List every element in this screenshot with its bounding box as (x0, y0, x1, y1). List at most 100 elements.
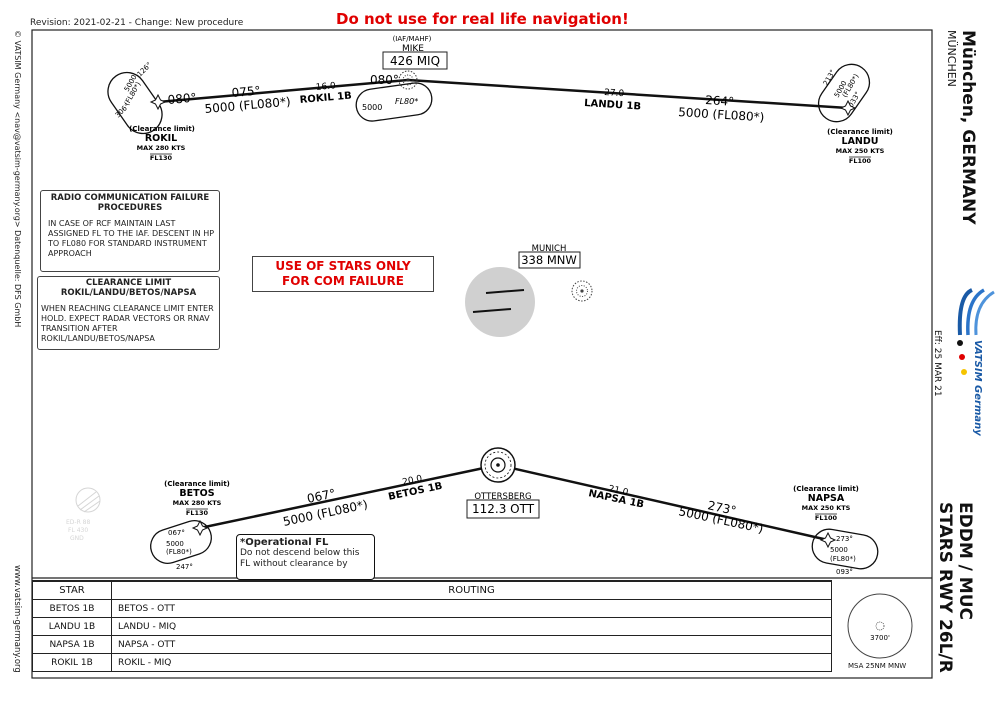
routing-cell: NAPSA - OTT (111, 635, 832, 654)
svg-text:MIKE: MIKE (402, 44, 424, 54)
svg-text:ROKIL 1B: ROKIL 1B (299, 90, 352, 105)
svg-text:OTTERSBERG: OTTERSBERG (474, 492, 531, 502)
svg-text:BETOS: BETOS (179, 488, 214, 499)
svg-text:213°: 213° (822, 68, 837, 87)
ed-r-area-icon: ED-R 88 FL 430 GND (66, 487, 101, 542)
waypoint-landu-icon (839, 99, 857, 117)
clearance-limit-box: CLEARANCE LIMIT ROKIL/LANDU/BETOS/NAPSA … (37, 276, 220, 350)
svg-text:126°: 126° (136, 61, 154, 79)
svg-text:273°: 273° (706, 498, 737, 518)
svg-text:MAX 250 KTS: MAX 250 KTS (802, 504, 851, 512)
clearance-limit-body: WHEN REACHING CLEARANCE LIMIT ENTER HOLD… (41, 304, 214, 343)
revision-note: Revision: 2021-02-21 - Change: New proce… (30, 18, 244, 28)
svg-text:FL100: FL100 (849, 157, 872, 165)
svg-text:MAX 280 KTS: MAX 280 KTS (137, 144, 186, 152)
svg-text:112.3 OTT: 112.3 OTT (472, 502, 535, 516)
msa-diagram: 3700' (847, 593, 913, 659)
effective-date: Eff: 25 MAR 21 (932, 330, 942, 397)
route-napsa-annotations: 21.0 NAPSA 1B 273° 5000 (FL080*) (587, 484, 764, 536)
svg-text:ED-R 88: ED-R 88 (66, 519, 90, 526)
svg-text:FL100: FL100 (815, 514, 838, 522)
msa-label: MSA 25NM MNW (848, 662, 907, 670)
svg-text:093°: 093° (836, 568, 853, 576)
rcf-body: IN CASE OF RCF MAINTAIN LAST ASSIGNED FL… (48, 219, 215, 258)
svg-text:(Clearance limit): (Clearance limit) (164, 480, 230, 488)
fix-ottersberg-label: OTTERSBERG 112.3 OTT (466, 492, 540, 519)
table-row: LANDU 1B LANDU - MIQ (32, 617, 832, 636)
svg-text:ROKIL: ROKIL (145, 133, 177, 144)
clearance-limit-title: CLEARANCE LIMIT ROKIL/LANDU/BETOS/NAPSA (60, 278, 197, 298)
vatsim-germany-logo: VATSIM Germany (957, 288, 995, 436)
vor-ottersberg-icon (480, 447, 516, 483)
ndb-munich-icon (571, 280, 593, 302)
svg-text:(IAF/MAHF): (IAF/MAHF) (393, 35, 432, 43)
rcf-title: RADIO COMMUNICATION FAILURE PROCEDURES (50, 193, 210, 213)
table-row: NAPSA 1B NAPSA - OTT (32, 635, 832, 654)
svg-text:NAPSA: NAPSA (808, 493, 845, 504)
svg-text:FL130: FL130 (186, 509, 209, 517)
svg-text:27.0: 27.0 (604, 88, 625, 99)
svg-text:5000: 5000 (362, 103, 382, 112)
svg-text:338 MNW: 338 MNW (521, 253, 577, 267)
route-landu-annotations: 27.0 LANDU 1B 264° 5000 (FL080*) (584, 88, 765, 124)
chart-title-city-sub: MÜNCHEN (945, 30, 958, 87)
route-rokil-annotations: 080° 075° 5000 (FL080*) 16.0 ROKIL 1B (167, 81, 352, 116)
waypoint-rokil-icon (149, 93, 167, 111)
stars-com-failure-note: USE OF STARS ONLY FOR COM FAILURE (252, 256, 434, 292)
svg-text:MUNICH: MUNICH (532, 244, 567, 254)
table-row: BETOS 1B BETOS - OTT (32, 599, 832, 618)
routing-cell: LANDU - MIQ (111, 617, 832, 636)
star-cell: LANDU 1B (32, 617, 112, 636)
copyright-note: © VATSIM Germany <nav@vatsim-germany.org… (13, 30, 22, 328)
svg-text:20.0: 20.0 (402, 474, 424, 488)
chart-frame (31, 29, 933, 679)
operational-fl-body: Do not descend below this FL without cle… (240, 548, 360, 569)
waypoint-betos-icon (191, 519, 209, 537)
svg-text:080°: 080° (370, 73, 399, 87)
table-row: ROKIL 1B ROKIL - MIQ (32, 653, 832, 672)
chart-title-city: München, GERMANY (958, 30, 978, 225)
hold-betos: 067° 5000 (FL80*) 247° (150, 520, 212, 571)
website-link[interactable]: www.vatsim-germany.org (12, 565, 22, 673)
svg-text:16.0: 16.0 (315, 81, 336, 93)
fix-napsa-label: (Clearance limit) NAPSA MAX 250 KTS FL10… (793, 485, 859, 522)
svg-text:247°: 247° (176, 563, 193, 571)
svg-text:(FL80*): (FL80*) (166, 548, 192, 556)
routing-cell: ROKIL - MIQ (111, 653, 832, 672)
svg-text:MAX 250 KTS: MAX 250 KTS (836, 147, 885, 155)
star-cell: BETOS 1B (32, 599, 112, 618)
routing-cell: BETOS - OTT (111, 599, 832, 618)
svg-text:LANDU 1B: LANDU 1B (584, 98, 642, 113)
airport-munich-icon (465, 267, 535, 337)
routing-table: STAR ROUTING BETOS 1B BETOS - OTT LANDU … (32, 580, 832, 676)
svg-text:5000 (FL080*): 5000 (FL080*) (678, 105, 765, 124)
fix-rokil-label: (Clearance limit) ROKIL MAX 280 KTS FL13… (129, 125, 195, 162)
fix-betos-label: (Clearance limit) BETOS MAX 280 KTS FL13… (164, 480, 230, 517)
svg-text:067°: 067° (306, 486, 337, 506)
routing-header-row: STAR ROUTING (32, 581, 832, 600)
route-betos-annotations: 067° 5000 (FL080*) 20.0 BETOS 1B (282, 474, 444, 529)
svg-text:080°: 080° (167, 91, 197, 107)
svg-text:FL130: FL130 (150, 154, 173, 162)
route-betos-line (199, 463, 499, 530)
operational-fl-title: *Operational FL (240, 537, 329, 548)
svg-text:426 MIQ: 426 MIQ (390, 54, 440, 68)
hold-mike: 5000 FL80* 080° (355, 73, 433, 122)
star-cell: ROKIL 1B (32, 653, 112, 672)
waypoint-napsa-icon (819, 531, 837, 549)
hold-landu: 213° 5000 (FL80*) 033° (817, 63, 871, 123)
route-landu-line (407, 78, 849, 110)
svg-text:(Clearance limit): (Clearance limit) (827, 128, 893, 136)
chart-title-airport: EDDM / MUC (955, 502, 975, 620)
navigation-warning: Do not use for real life navigation! (336, 10, 629, 28)
operational-fl-note: *Operational FL Do not descend below thi… (236, 534, 375, 580)
svg-text:273°: 273° (836, 535, 853, 543)
svg-text:075°: 075° (231, 84, 261, 100)
route-rokil-line (157, 78, 409, 104)
svg-text:5000: 5000 (166, 540, 184, 548)
svg-text:FL80*: FL80* (395, 97, 418, 106)
svg-text:MAX 280 KTS: MAX 280 KTS (173, 499, 222, 507)
svg-text:067°: 067° (168, 529, 185, 537)
svg-text:3700': 3700' (870, 634, 890, 642)
